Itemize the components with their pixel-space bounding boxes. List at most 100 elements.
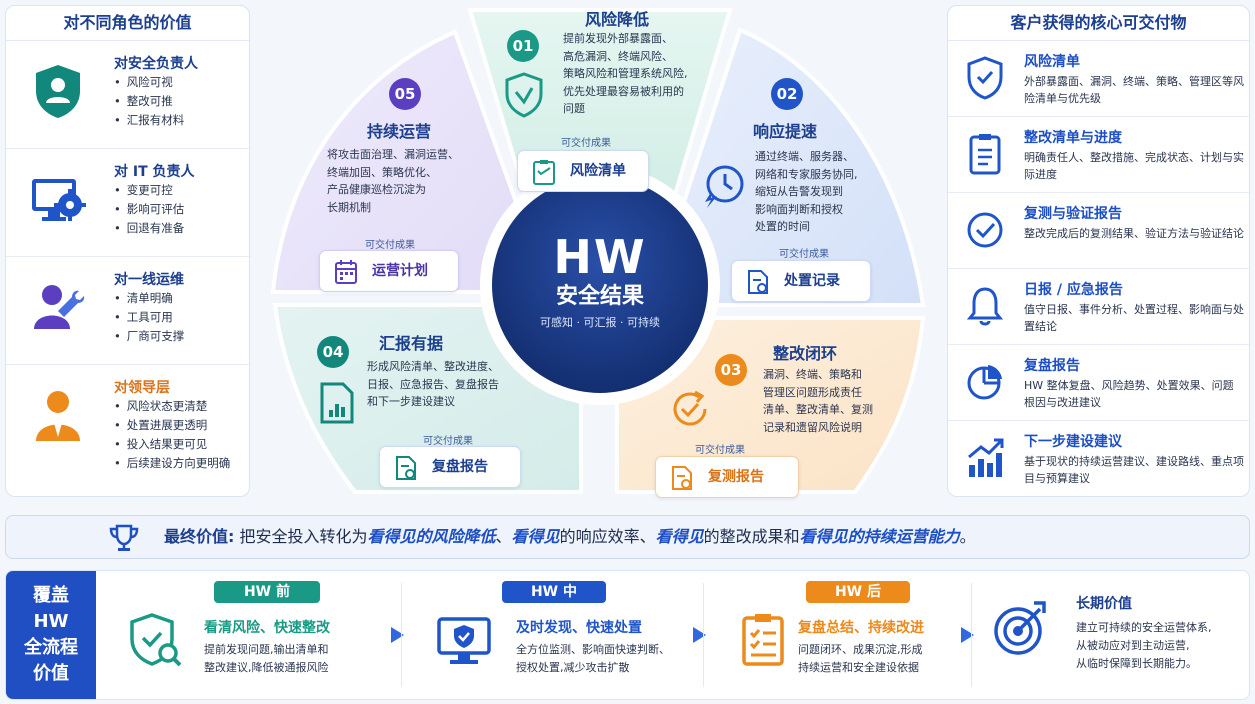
segment-4-number: 04 <box>317 336 349 368</box>
desc-line: 处置的时间 <box>755 220 810 233</box>
desc-line: 优先处理最容易被利用的 <box>563 84 684 98</box>
trophy-icon <box>109 524 139 551</box>
deliverable-card-operation-plan[interactable]: 运营计划 <box>319 250 459 292</box>
desc-line: 将攻击面治理、漏洞运营、 <box>327 148 459 161</box>
role-benefit-list: 变更可控 影响可评估 回退有准备 <box>114 181 185 238</box>
desc-line: 全方位监测、影响面快速判断、 <box>516 643 670 656</box>
final-value-part: 。 <box>959 527 976 546</box>
role-benefit-list: 风险状态更清楚 处置进展更透明 投入结果更可见 后续建设方向更明确 <box>114 397 231 473</box>
deliverables-panel: 客户获得的核心可交付物 风险清单 外部暴露面、漏洞、终端、策略、管理区等风险清单… <box>947 5 1251 497</box>
stage-badge: HW 中 <box>502 581 606 603</box>
security-officer-shield-icon <box>36 65 80 118</box>
final-value-text: 最终价值: 把安全投入转化为看得见的风险降低、看得见的响应效率、看得见的整改成果… <box>164 516 976 558</box>
leader-person-icon <box>36 391 80 441</box>
segment-1-desc: 提前发现外部暴露面、 高危漏洞、终端风险、 策略风险和管理系统风险, 优先处理最… <box>563 30 688 118</box>
deliverable-card-label: 风险清单 <box>570 163 626 179</box>
stage-during: HW 中 及时发现、快速处置 全方位监测、影响面快速判断、 授权处置,减少攻击扩… <box>424 571 704 699</box>
role-benefit: 风险状态更清楚 <box>114 397 230 416</box>
role-benefit: 汇报有材料 <box>114 111 185 130</box>
deliverable-name: 下一步建设建议 <box>1024 434 1122 450</box>
desc-line: 问题闭环、成果沉淀,形成 <box>798 643 923 656</box>
role-name: 对 IT 负责人 <box>114 164 195 180</box>
deliverable-retest: 复测与验证报告 整改完成后的复测结果、验证方法与验证结论 <box>948 193 1251 269</box>
shield-down-icon <box>505 72 543 118</box>
deliverable-label: 可交付成果 <box>423 436 473 447</box>
process-heading-line: 价值 <box>33 663 69 684</box>
desc-line: 记录和遗留风险说明 <box>763 420 862 434</box>
stage-desc: 问题闭环、成果沉淀,形成 持续运营和安全建设依据 <box>798 641 923 677</box>
desc-line: 提前发现问题,输出清单和 <box>204 643 329 656</box>
final-value-part: 、 <box>495 527 512 546</box>
calendar-icon <box>335 260 357 284</box>
desc-line: 长期机制 <box>327 200 371 214</box>
desc-line: 授权处置,减少攻击扩散 <box>516 661 630 674</box>
segment-5-title: 持续运营 <box>367 122 432 141</box>
desc-line: 产品健康巡检沉淀为 <box>327 183 426 196</box>
deliverable-card-label: 复盘报告 <box>432 459 488 475</box>
desc-line: 提前发现外部暴露面、 <box>563 32 673 45</box>
desc-line: 通过终端、服务器、 <box>755 150 854 163</box>
stage-divider <box>971 583 972 687</box>
flow-arrow-icon <box>961 627 974 643</box>
center-hub-text: HW 安全结果 可感知 · 可汇报 · 可持续 <box>255 232 945 334</box>
check-circle-icon <box>967 212 1003 248</box>
stage-title: 看清风险、快速整改 <box>204 620 330 636</box>
role-benefit: 清单明确 <box>114 289 184 308</box>
segment-2-number: 02 <box>771 78 803 110</box>
deliverable-remediation: 整改清单与进度 明确责任人、整改措施、完成状态、计划与实际进度 <box>948 117 1251 193</box>
role-benefit: 后续建设方向更明确 <box>114 454 231 473</box>
target-arrow-icon <box>994 601 1046 655</box>
deliverable-review-report: 复盘报告 HW 整体复盘、风险趋势、处置效果、问题根因与改进建议 <box>948 345 1251 421</box>
deliverable-card-label: 运营计划 <box>372 263 428 279</box>
deliverable-risk-list: 风险清单 外部暴露面、漏洞、终端、策略、管理区等风险清单与优先级 <box>948 41 1251 117</box>
role-benefit: 变更可控 <box>114 181 184 200</box>
shield-check-icon <box>967 56 1003 100</box>
final-value-part: 把安全投入转化为 <box>239 527 368 546</box>
deliverable-card-retest-report[interactable]: 复测报告 <box>655 456 799 498</box>
desc-line: 从临时保障到长期能力。 <box>1076 657 1197 670</box>
desc-line: 清单、整改清单、复测 <box>763 403 873 416</box>
deliverable-name: 风险清单 <box>1024 54 1080 70</box>
deliverable-label: 可交付成果 <box>561 138 611 149</box>
desc-line: 终端加固、策略优化、 <box>327 165 437 179</box>
deliverable-desc: 明确责任人、整改措施、完成状态、计划与实际进度 <box>1024 151 1244 181</box>
flow-arrow-icon <box>693 627 706 643</box>
desc-line: 策略风险和管理系统风险, <box>563 67 688 80</box>
checklist-icon <box>742 614 784 666</box>
stage-divider <box>401 583 402 687</box>
role-benefit-list: 清单明确 工具可用 厂商可支撑 <box>114 289 185 346</box>
deliverable-name: 日报 / 应急报告 <box>1024 282 1123 298</box>
deliverable-next-step: 下一步建设建议 基于现状的持续运营建议、建设路线、重点项目与预算建议 <box>948 421 1251 497</box>
segment-5-number: 05 <box>389 78 421 110</box>
stage-divider <box>703 583 704 687</box>
desc-line: 形成风险清单、整改进度、 <box>367 360 499 373</box>
process-heading-line: 全流程 <box>24 637 78 658</box>
center-title: HW <box>553 230 647 284</box>
desc-line: 建立可持续的安全运营体系, <box>1076 621 1212 634</box>
process-heading-line: 覆盖 <box>33 585 69 606</box>
role-benefit: 影响可评估 <box>114 200 185 219</box>
deliverable-card-response-record[interactable]: 处置记录 <box>731 260 871 302</box>
deliverable-card-risk-list[interactable]: 风险清单 <box>517 150 649 192</box>
deliverable-desc: 值守日报、事件分析、处置过程、影响面与处置结论 <box>1024 303 1244 333</box>
desc-line: 网络和专家服务协同, <box>755 167 858 181</box>
final-value-emphasis: 看得见 <box>511 527 560 546</box>
desc-line: 问题 <box>563 102 585 115</box>
clock-lightning-icon <box>705 165 744 208</box>
desc-line: 持续运营和安全建设依据 <box>798 661 919 674</box>
deliverable-label: 可交付成果 <box>695 445 745 456</box>
role-panel-title: 对不同角色的价值 <box>6 6 249 41</box>
deliverable-label: 可交付成果 <box>779 249 829 260</box>
segment-2-desc: 通过终端、服务器、 网络和专家服务协同, 缩短从告警发现到 影响面判断和授权 处… <box>755 148 858 236</box>
deliverable-card-review-report[interactable]: 复盘报告 <box>379 446 521 488</box>
role-benefit: 工具可用 <box>114 308 184 327</box>
process-heading-line: HW <box>33 611 69 632</box>
stage-title: 复盘总结、持续改进 <box>798 620 924 636</box>
role-benefit: 整改可推 <box>114 92 184 111</box>
stage-badge: HW 后 <box>806 581 910 603</box>
segment-1-number: 01 <box>507 30 539 62</box>
segment-5-desc: 将攻击面治理、漏洞运营、 终端加固、策略优化、 产品健康巡检沉淀为 长期机制 <box>327 146 459 216</box>
hw-outcome-wheel: HW 安全结果 可感知 · 可汇报 · 可持续 风险降低 01 提前发现外部暴露… <box>255 0 945 505</box>
pie-chart-icon <box>967 365 1002 400</box>
stage-title: 长期价值 <box>1076 596 1132 612</box>
